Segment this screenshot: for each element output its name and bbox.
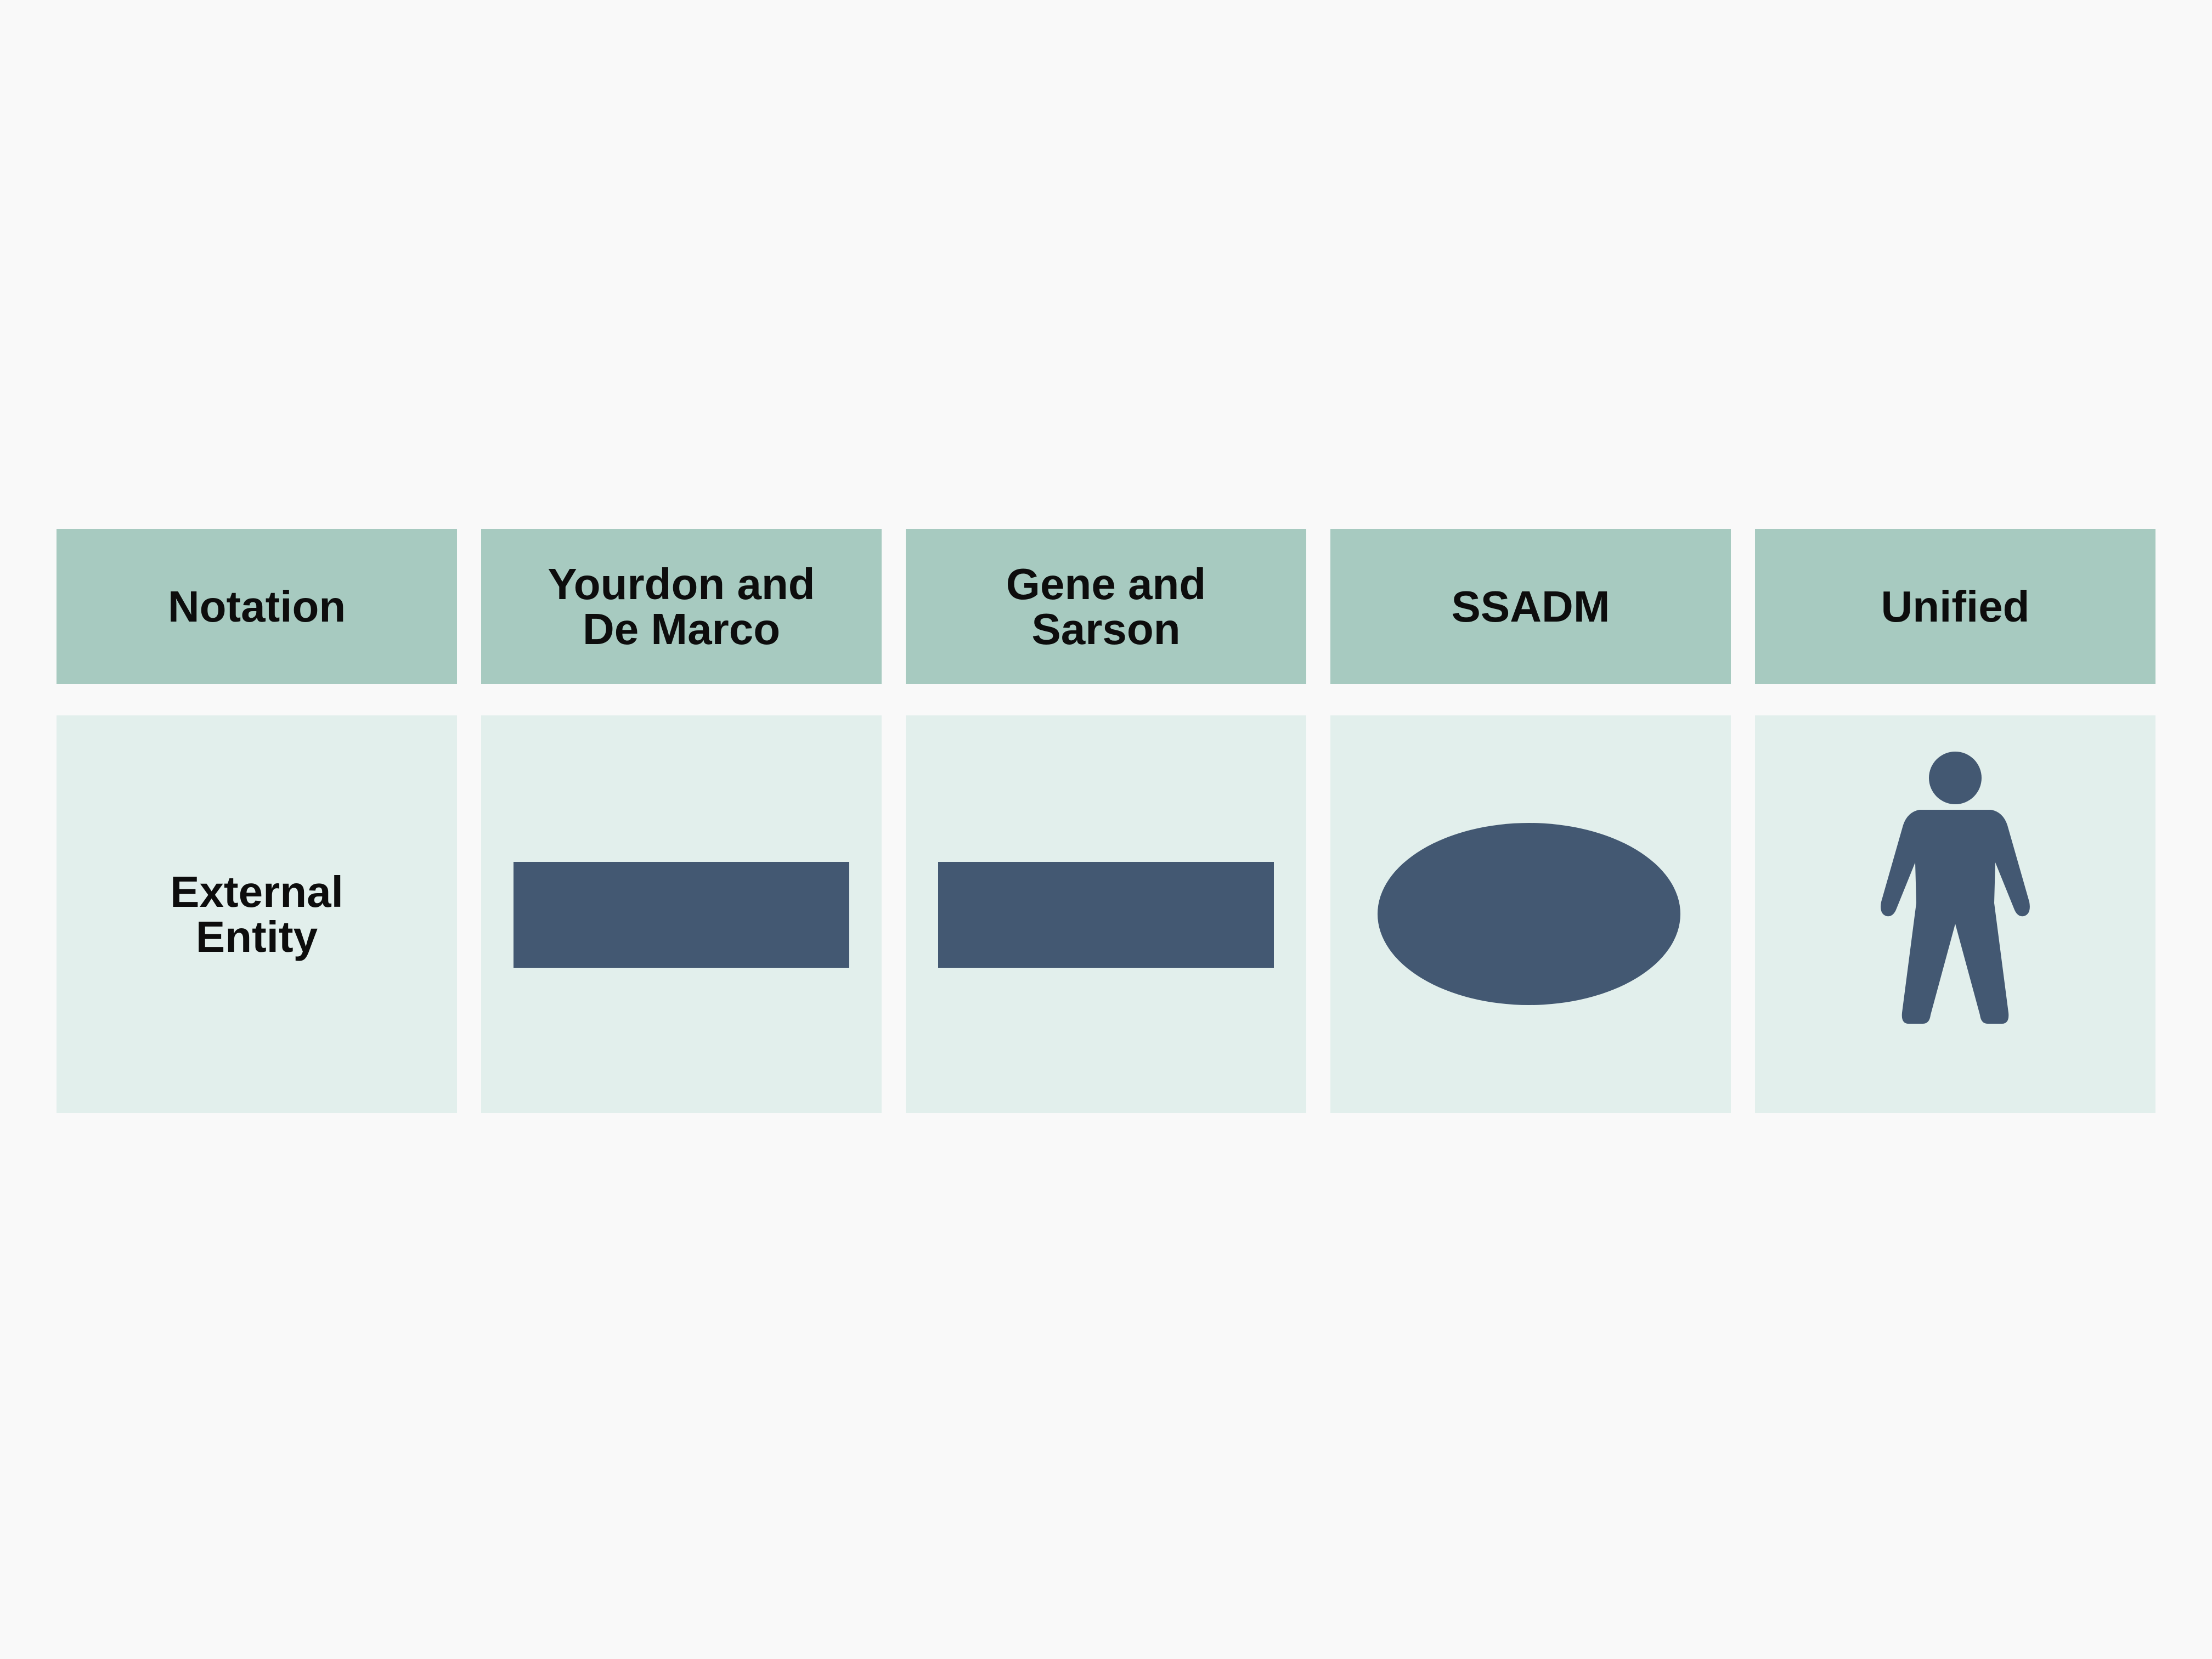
header-notation: Notation — [57, 529, 457, 684]
row-label: External Entity — [170, 867, 343, 961]
cell-yourdon-demarco — [481, 715, 882, 1113]
row-label-external-entity: External Entity — [57, 715, 457, 1113]
cell-unified — [1755, 715, 2155, 1113]
header-gene-sarson: Gene and Sarson — [906, 529, 1306, 684]
header-label: SSADM — [1451, 582, 1610, 631]
person-icon — [1881, 752, 2030, 1024]
rectangle-icon — [938, 862, 1274, 968]
header-label: Notation — [167, 582, 346, 631]
header-label: Unified — [1881, 582, 2030, 631]
ellipse-icon — [1378, 823, 1680, 1005]
rectangle-icon — [514, 862, 849, 968]
header-yourdon-demarco: Yourdon and De Marco — [481, 529, 882, 684]
header-label: Gene and Sarson — [1006, 559, 1206, 653]
cell-gene-sarson — [906, 715, 1306, 1113]
cell-ssadm — [1330, 715, 1731, 1113]
header-unified: Unified — [1755, 529, 2155, 684]
header-ssadm: SSADM — [1330, 529, 1731, 684]
header-label: Yourdon and De Marco — [548, 559, 815, 653]
